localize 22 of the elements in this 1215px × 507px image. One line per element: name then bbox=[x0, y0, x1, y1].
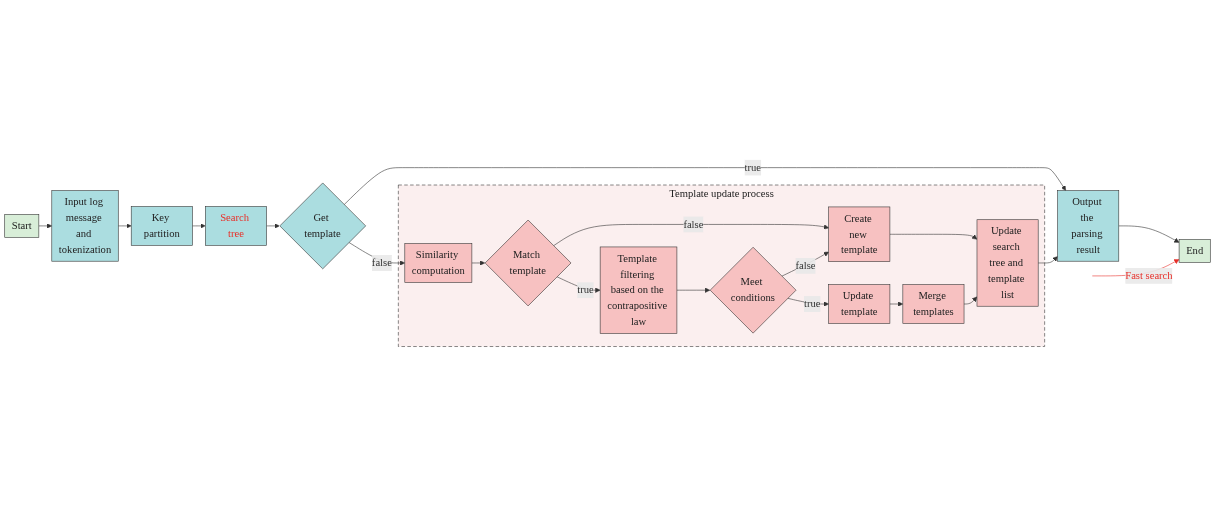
node-diamond: Get template bbox=[279, 183, 366, 270]
edge-label: false bbox=[683, 218, 704, 231]
node-box: Search tree bbox=[205, 206, 267, 246]
node-box: Similarity computation bbox=[404, 243, 473, 284]
node-box: Create new template bbox=[828, 207, 891, 263]
node-box: Start bbox=[4, 214, 40, 239]
node-diamond: Match template bbox=[484, 220, 572, 307]
edge-label: false bbox=[371, 257, 392, 269]
node-box: Update search tree and template list bbox=[976, 219, 1039, 307]
node-diamond: Meet conditions bbox=[709, 247, 797, 334]
edge-label: false bbox=[795, 260, 816, 272]
edge-label: Fast search bbox=[1125, 270, 1173, 282]
node-box: Merge templates bbox=[902, 284, 965, 325]
node-box: Input log message and tokenization bbox=[51, 190, 119, 262]
edge-label: true bbox=[804, 298, 821, 310]
edge-label: true bbox=[577, 284, 594, 297]
node-box: Output the parsing result bbox=[1057, 190, 1120, 262]
node-box: Template filtering based on the contrapositive law bbox=[599, 247, 678, 335]
edge-label: true bbox=[744, 161, 762, 174]
node-box: Key partition bbox=[130, 206, 193, 246]
node-box: End bbox=[1178, 239, 1211, 264]
node-box: Update template bbox=[828, 284, 891, 325]
